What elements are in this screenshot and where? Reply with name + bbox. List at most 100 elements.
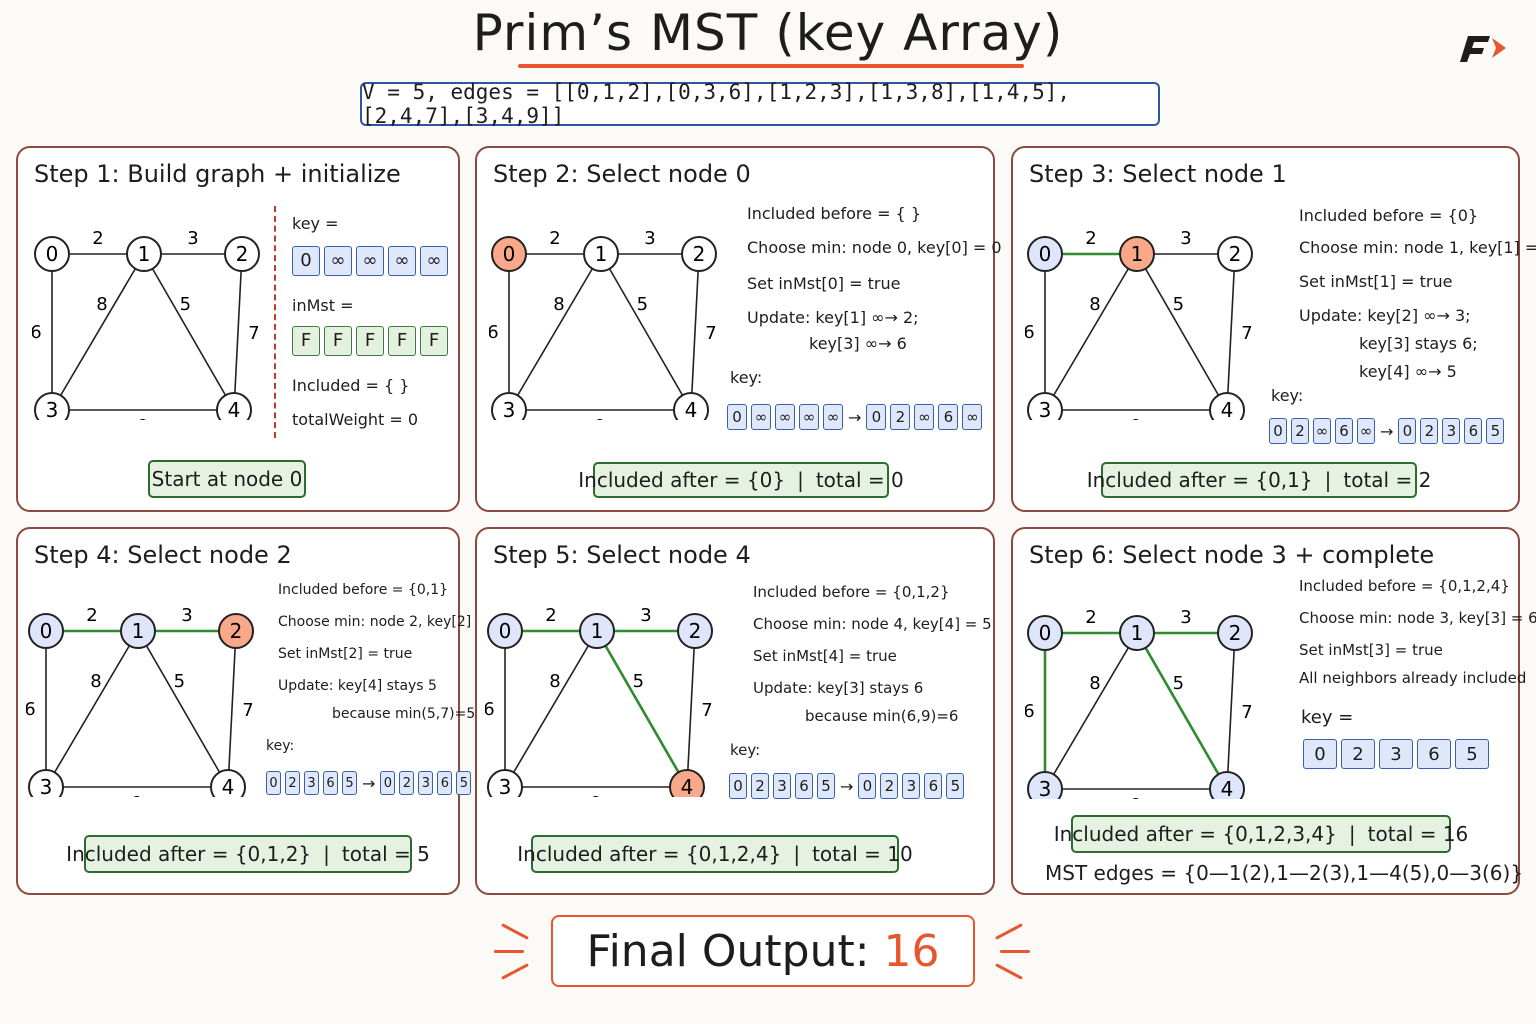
graph-edge-2-4 — [227, 630, 237, 788]
array-cell: ∞ — [324, 246, 352, 276]
problem-input: V = 5, edges = [[0,1,2],[0,3,6],[1,2,3],… — [360, 80, 1160, 128]
array-cell: 5 — [342, 771, 357, 795]
summary-total: total = 10 — [812, 842, 913, 866]
edge-weight-label: 3 — [181, 605, 192, 626]
array-cell: 0 — [729, 773, 747, 799]
array-cell: ∞ — [962, 404, 983, 430]
array-cell: 6 — [1335, 418, 1353, 444]
choose-min: Choose min: node 4, key[4] = 5 — [753, 615, 992, 633]
step-title: Step 1: Build graph + initialize — [34, 160, 401, 188]
edge-weight-label: 7 — [242, 700, 253, 721]
graph-node-label: 3 — [40, 775, 53, 797]
arrow-right-icon: → — [840, 776, 854, 796]
array-cell: 2 — [1291, 418, 1309, 444]
set-inmst: Set inMst[0] = true — [747, 274, 901, 293]
array-cell: ∞ — [356, 246, 384, 276]
edge-weight-label: 2 — [86, 605, 97, 626]
update-line: Update: key[1] ∞→ 2; — [747, 308, 919, 327]
array-cell: 3 — [902, 773, 921, 799]
set-inmst: Set inMst[4] = true — [753, 647, 897, 665]
array-cell: 3 — [304, 771, 319, 795]
accent-ray — [501, 923, 529, 940]
graph-node-4 — [1209, 392, 1245, 420]
array-cell: 2 — [285, 771, 300, 795]
graph-node-label: 1 — [595, 242, 608, 266]
set-inmst: Set inMst[2] = true — [278, 646, 413, 662]
graph-node-label: 0 — [1039, 621, 1052, 645]
graph-node-label: 2 — [236, 242, 249, 266]
step-1-panel: Step 1: Build graph + initialize 2638579… — [16, 146, 460, 512]
graph-node-1 — [1119, 615, 1155, 651]
edge-weight-label: 8 — [1089, 294, 1100, 315]
update-line: Update: key[4] stays 5 — [278, 678, 437, 694]
graph-node-label: 2 — [689, 619, 702, 643]
graph-edge-1-4 — [595, 630, 689, 788]
edge-weight-label: 3 — [644, 228, 655, 249]
summary-included: Included after = {0} — [578, 468, 786, 492]
accent-ray — [494, 950, 524, 953]
array-cell: 3 — [1442, 418, 1461, 444]
accent-ray — [995, 923, 1023, 940]
edge-weight-label: 5 — [1173, 294, 1184, 315]
array-cell: 0 — [727, 404, 747, 430]
graph-edge-1-4 — [137, 630, 229, 788]
graph-node-0 — [491, 236, 527, 272]
array-cell: F — [388, 326, 416, 356]
update-line: Update: key[2] ∞→ 3; — [1299, 306, 1471, 325]
edge-weight-label: 6 — [1025, 701, 1035, 722]
summary-text: Start at node 0 — [151, 467, 303, 491]
step-summary: Included after = {0,1}|total = 2 — [1087, 462, 1431, 498]
graph-node-label: 4 — [681, 775, 694, 797]
edge-weight-label: 2 — [545, 605, 556, 626]
array-cell: F — [356, 326, 384, 356]
graph-diagram: 263857901234 — [32, 228, 260, 420]
edge-weight-label: 8 — [96, 294, 107, 315]
graph-diagram: 263857901234 — [489, 228, 717, 420]
graph-node-3 — [1027, 392, 1063, 420]
summary-total: total = 2 — [1343, 468, 1432, 492]
array-cell: 0 — [1398, 418, 1417, 444]
edge-weight-label: 7 — [1241, 702, 1252, 723]
edge-weight-label: 3 — [187, 228, 198, 249]
graph-node-1 — [120, 613, 156, 649]
step-title: Step 5: Select node 4 — [493, 541, 751, 569]
array-cell: 0 — [1303, 739, 1337, 769]
edge-weight-label: 5 — [637, 294, 648, 315]
array-cell: 5 — [456, 771, 472, 795]
array-cell: ∞ — [1313, 418, 1331, 444]
key-label: key: — [730, 741, 761, 759]
graph-node-2 — [681, 236, 717, 272]
array-cell: 2 — [890, 404, 911, 430]
choose-min: Choose min: node 1, key[1] = 2 — [1299, 238, 1536, 257]
graph-edge-1-4 — [1135, 632, 1229, 790]
array-cell: 3 — [773, 773, 791, 799]
update-line: key[4] ∞→ 5 — [1359, 362, 1457, 381]
edge-weight-label: 5 — [174, 671, 185, 692]
graph-node-label: 4 — [1221, 777, 1234, 799]
step-summary: Included after = {0}|total = 0 — [578, 462, 904, 498]
graph-node-label: 0 — [46, 242, 59, 266]
key-label: key: — [1271, 386, 1304, 405]
edge-weight-label: 7 — [701, 700, 712, 721]
summary-included: Included after = {0,1} — [1086, 468, 1313, 492]
array-cell: 6 — [795, 773, 813, 799]
graph-edge-2-4 — [690, 253, 700, 411]
array-cell: ∞ — [1357, 418, 1375, 444]
step-6-panel: Step 6: Select node 3 + complete 2638579… — [1011, 527, 1536, 895]
edge-weight-label: 8 — [90, 671, 101, 692]
key-label: key: — [266, 738, 295, 754]
graph-node-label: 3 — [1039, 777, 1052, 799]
graph-node-2 — [1217, 236, 1253, 272]
array-cell: 2 — [751, 773, 769, 799]
graph-node-label: 0 — [503, 242, 516, 266]
array-cell: 0 — [1269, 418, 1287, 444]
array-cell: 6 — [924, 773, 943, 799]
title-underline — [518, 64, 1024, 68]
array-cell: 6 — [938, 404, 959, 430]
included-before: Included before = {0} — [1299, 206, 1479, 225]
accent-ray — [1000, 950, 1030, 953]
edge-weight-label: 6 — [32, 322, 42, 343]
included-before: Included before = {0,1,2} — [753, 583, 950, 601]
